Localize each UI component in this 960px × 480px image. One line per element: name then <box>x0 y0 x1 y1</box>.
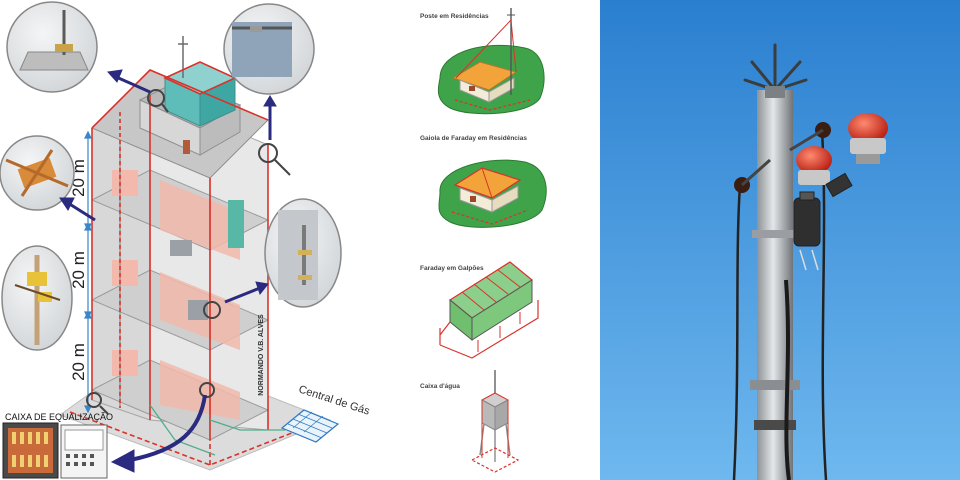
interior-rooms <box>112 170 244 420</box>
mast-photo <box>600 0 960 480</box>
callout-detail-edge <box>223 3 315 95</box>
example-title-gaiola: Gaiola de Faraday em Residências <box>420 135 527 142</box>
example-caixa-illustration <box>470 370 520 473</box>
callout-clamp-roof <box>6 1 98 93</box>
callout-rod-clamp <box>1 245 73 351</box>
protection-examples: Poste em Residências Gaiola de Faraday e… <box>420 8 547 473</box>
callout-cross-connector <box>0 135 75 211</box>
example-title-galpoes: Faraday em Galpões <box>420 265 484 272</box>
author-vertical-text: NORMANDO V.B. ALVES <box>258 314 265 396</box>
height-dimension <box>84 130 92 414</box>
equalization-box <box>2 422 108 479</box>
height-label-middle: 20 m <box>69 251 88 289</box>
callout-column-detail <box>264 198 342 308</box>
building-diagram: 20 m 20 m 20 m NORMANDO V.B. ALVES Centr… <box>0 1 372 479</box>
example-poste-illustration <box>437 8 545 115</box>
beacon-brackets <box>793 172 853 247</box>
solar-panel <box>280 409 340 443</box>
example-title-caixa: Caixa d'água <box>420 383 460 390</box>
aviation-beacon-upper <box>848 113 888 164</box>
example-gaiola-illustration <box>438 159 547 228</box>
height-label-bottom: 20 m <box>69 343 88 381</box>
aviation-beacon-lower <box>796 146 832 185</box>
magnifier-loupes <box>86 89 291 415</box>
example-galpoes-illustration <box>439 261 539 359</box>
example-title-poste: Poste em Residências <box>420 13 489 20</box>
callout-arrows <box>59 69 277 473</box>
equipotential-line <box>149 404 285 456</box>
lightning-rod <box>178 36 188 78</box>
equalization-box-label: CAIXA DE EQUALIZAÇÃO <box>5 412 113 422</box>
